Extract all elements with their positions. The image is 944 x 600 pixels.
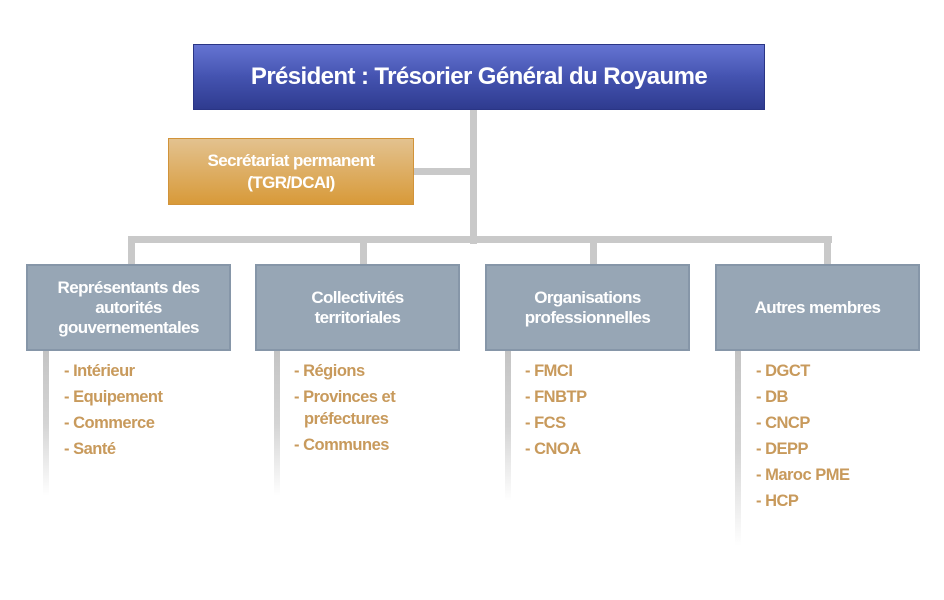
- category-title: Autres membres: [754, 297, 881, 317]
- category-box-territorial: Collectivités territoriales: [255, 264, 460, 351]
- list-item: - Intérieur: [64, 362, 135, 380]
- list-item: - Régions: [294, 362, 365, 380]
- secretariat-line1: Secrétariat permanent: [207, 150, 376, 170]
- category-title: Représentants des autorités gouvernement…: [57, 277, 201, 337]
- category-title: Organisations professionnelles: [524, 287, 651, 327]
- list-item: - DB: [756, 388, 788, 406]
- list-item: - Commerce: [64, 414, 155, 432]
- category-title: Collectivités territoriales: [311, 287, 404, 327]
- list-item: - DEPP: [756, 440, 809, 458]
- list-item: - Equipement: [64, 388, 163, 406]
- list-item: - HCP: [756, 492, 799, 510]
- list-item: - Santé: [64, 440, 116, 458]
- list-item: - FCS: [525, 414, 566, 432]
- items-territorial: - Régions - Provinces et préfectures - C…: [294, 360, 414, 460]
- connector-cat-4: [824, 236, 831, 264]
- list-item: - CNOA: [525, 440, 581, 458]
- list-item: - CNCP: [756, 414, 810, 432]
- secretariat-box: Secrétariat permanent(TGR/DCAI): [168, 138, 414, 205]
- category-box-government: Représentants des autorités gouvernement…: [26, 264, 231, 351]
- rail-3: [505, 351, 511, 501]
- category-box-other: Autres membres: [715, 264, 920, 351]
- rail-2: [274, 351, 280, 496]
- connector-cat-3: [590, 236, 597, 264]
- rail-4: [735, 351, 741, 546]
- list-item: - Maroc PME: [756, 466, 850, 484]
- president-box: Président : Trésorier Général du Royaume: [193, 44, 765, 110]
- connector-cat-2: [360, 236, 367, 264]
- list-item: - FNBTP: [525, 388, 587, 406]
- secretariat-line2: (TGR/DCAI): [247, 172, 335, 192]
- connector-cat-1: [128, 236, 135, 264]
- items-other: - DGCT - DB - CNCP - DEPP - Maroc PME - …: [756, 360, 850, 516]
- category-box-professional: Organisations professionnelles: [485, 264, 690, 351]
- list-item: - Communes: [294, 436, 389, 454]
- rail-1: [43, 351, 49, 496]
- items-government: - Intérieur - Equipement - Commerce - Sa…: [64, 360, 163, 464]
- list-item: - FMCI: [525, 362, 573, 380]
- items-professional: - FMCI - FNBTP - FCS - CNOA: [525, 360, 587, 464]
- list-item: - DGCT: [756, 362, 810, 380]
- connector-secretariat: [414, 168, 474, 175]
- connector-horizontal: [128, 236, 832, 243]
- connector-trunk: [470, 110, 477, 244]
- list-item: - Provinces et préfectures: [294, 388, 396, 428]
- president-label: Président : Trésorier Général du Royaume: [250, 63, 708, 90]
